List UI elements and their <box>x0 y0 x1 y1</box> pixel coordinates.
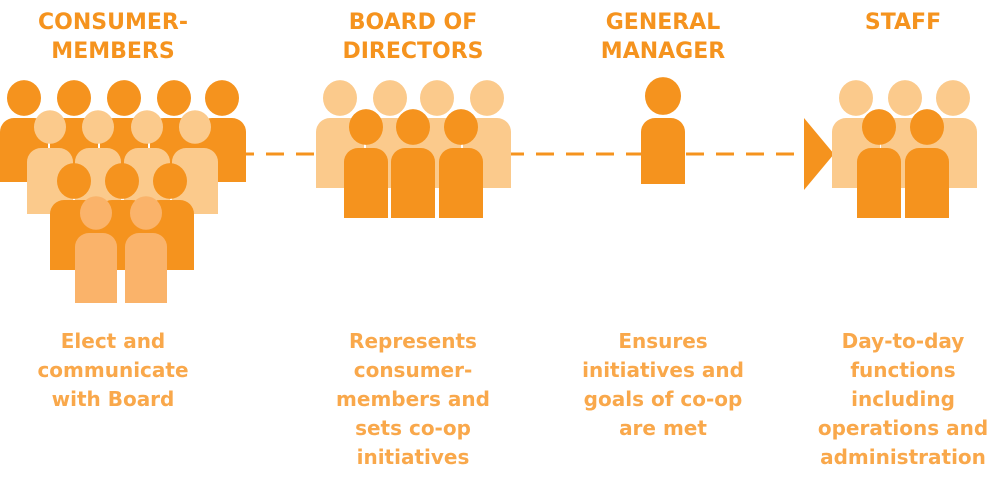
person-body <box>857 148 901 218</box>
person-icon <box>391 109 435 218</box>
person-head <box>153 163 187 199</box>
person-head <box>57 163 91 199</box>
person-icon <box>857 109 901 218</box>
person-head <box>470 80 504 116</box>
person-head <box>645 77 681 115</box>
person-body-base <box>857 202 901 218</box>
person-head <box>130 196 162 230</box>
person-body-base <box>75 287 117 303</box>
person-body <box>172 148 218 214</box>
person-head <box>420 80 454 116</box>
person-head <box>80 196 112 230</box>
person-body <box>344 148 388 218</box>
person-body-base <box>344 202 388 218</box>
staff-title: STAFF <box>864 10 942 35</box>
person-head <box>105 163 139 199</box>
person-body <box>905 148 949 218</box>
person-icon <box>344 109 388 218</box>
person-head <box>157 80 191 116</box>
staff-people-icon <box>832 80 977 218</box>
person-head <box>444 109 478 145</box>
person-head <box>862 109 896 145</box>
person-icon <box>641 77 685 184</box>
person-body <box>75 148 121 214</box>
person-head <box>839 80 873 116</box>
board-of-directors-people-icon <box>316 80 511 218</box>
person-head <box>349 109 383 145</box>
person-head <box>179 110 211 144</box>
person-head <box>910 109 944 145</box>
general-manager-description: Ensures initiatives and goals of co-op a… <box>582 329 744 440</box>
person-icon <box>905 109 949 218</box>
person-head <box>323 80 357 116</box>
person-icon <box>75 196 117 303</box>
person-icon <box>75 110 121 214</box>
person-head <box>205 80 239 116</box>
person-head <box>82 110 114 144</box>
triangle-arrow-right-icon <box>804 118 834 190</box>
general-manager-person-icon <box>641 77 685 184</box>
person-body <box>439 148 483 218</box>
board-of-directors-description: Represents consumer- members and sets co… <box>336 329 490 469</box>
person-body <box>124 148 170 214</box>
person-head <box>396 109 430 145</box>
person-head <box>936 80 970 116</box>
board-of-directors-title: BOARD OF DIRECTORS <box>342 10 484 64</box>
person-body-base <box>439 202 483 218</box>
person-head <box>57 80 91 116</box>
consumer-members-title: CONSUMER- MEMBERS <box>38 10 188 64</box>
person-body-base <box>641 168 685 184</box>
person-icon <box>439 109 483 218</box>
person-head <box>7 80 41 116</box>
person-body <box>391 148 435 218</box>
general-manager-title: GENERAL MANAGER <box>600 10 726 64</box>
person-body <box>75 233 117 303</box>
person-head <box>34 110 66 144</box>
person-icon <box>125 196 167 303</box>
person-body <box>125 233 167 303</box>
person-body <box>641 118 685 184</box>
person-body-base <box>391 202 435 218</box>
person-icon <box>172 110 218 214</box>
person-body-base <box>905 202 949 218</box>
person-body-base <box>125 287 167 303</box>
consumer-members-people-icon <box>0 80 246 303</box>
person-head <box>888 80 922 116</box>
staff-description: Day-to-day functions including operation… <box>817 329 989 469</box>
person-head <box>107 80 141 116</box>
person-head <box>131 110 163 144</box>
person-body <box>27 148 73 214</box>
consumer-members-description: Elect and communicate with Board <box>37 329 189 411</box>
person-head <box>373 80 407 116</box>
